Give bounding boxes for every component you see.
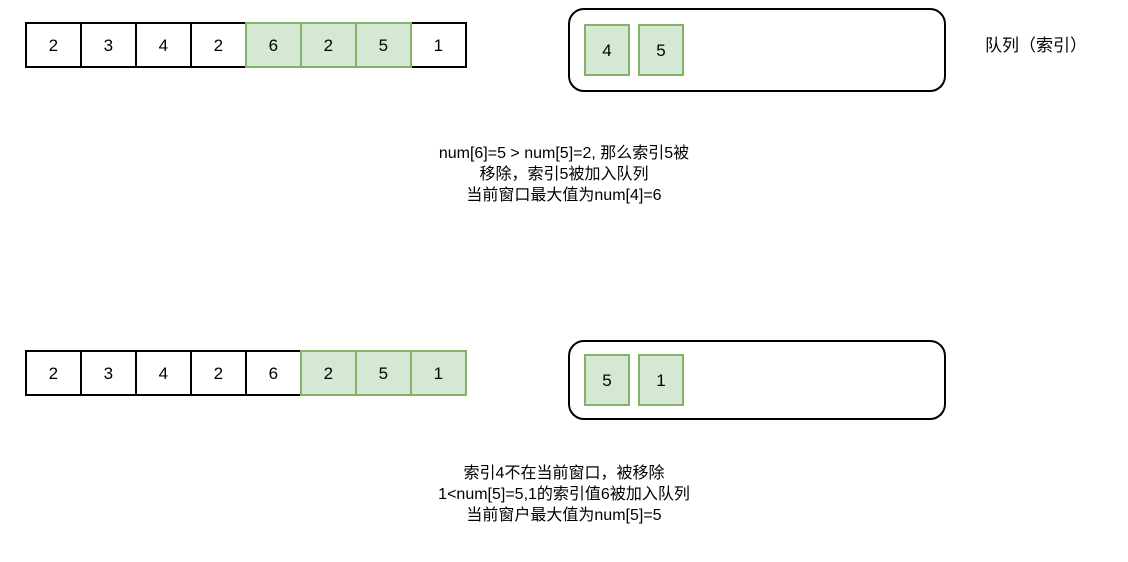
queue-cell: 1 <box>638 354 684 406</box>
array-cell: 2 <box>190 350 247 396</box>
array-cell-highlighted: 5 <box>355 22 412 68</box>
queue-cell: 4 <box>584 24 630 76</box>
array-cell-highlighted: 2 <box>300 350 357 396</box>
array-cell: 1 <box>410 22 467 68</box>
array-cell: 3 <box>80 22 137 68</box>
array-cell: 2 <box>25 22 82 68</box>
array-cell-highlighted: 1 <box>410 350 467 396</box>
array-cell-highlighted: 2 <box>300 22 357 68</box>
array-cell: 3 <box>80 350 137 396</box>
queue-container-step-2: 5 1 <box>568 340 946 420</box>
array-cell: 2 <box>25 350 82 396</box>
caption-step-1: num[6]=5 > num[5]=2, 那么索引5被 移除，索引5被加入队列 … <box>164 143 964 206</box>
array-cell: 4 <box>135 350 192 396</box>
array-cell: 4 <box>135 22 192 68</box>
array-cell: 6 <box>245 350 302 396</box>
array-cell-highlighted: 5 <box>355 350 412 396</box>
caption-line: 当前窗户最大值为num[5]=5 <box>466 507 662 524</box>
caption-line: 1<num[5]=5,1的索引值6被加入队列 <box>438 486 690 503</box>
caption-step-2: 索引4不在当前窗口，被移除 1<num[5]=5,1的索引值6被加入队列 当前窗… <box>164 463 964 526</box>
caption-line: 索引4不在当前窗口，被移除 <box>463 465 665 482</box>
queue-container-step-1: 4 5 <box>568 8 946 92</box>
queue-cell: 5 <box>584 354 630 406</box>
caption-line: num[6]=5 > num[5]=2, 那么索引5被 <box>438 145 690 162</box>
array-row-step-1: 2 3 4 2 6 2 5 1 <box>25 22 467 68</box>
queue-label: 队列（索引） <box>985 36 1087 55</box>
array-row-step-2: 2 3 4 2 6 2 5 1 <box>25 350 467 396</box>
array-cell-highlighted: 6 <box>245 22 302 68</box>
array-cell: 2 <box>190 22 247 68</box>
queue-cell: 5 <box>638 24 684 76</box>
caption-line: 移除，索引5被加入队列 <box>479 166 649 183</box>
caption-line: 当前窗口最大值为num[4]=6 <box>466 187 662 204</box>
